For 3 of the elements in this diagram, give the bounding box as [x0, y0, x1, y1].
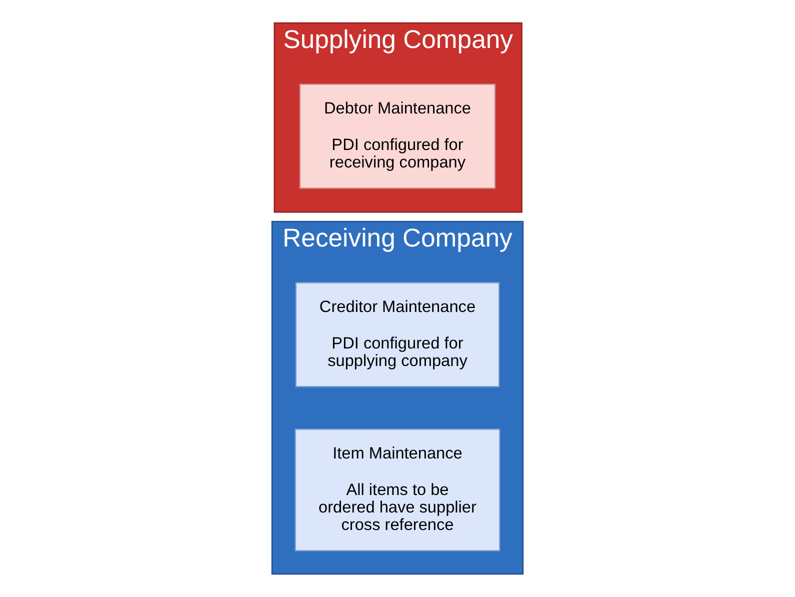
node-box: Item Maintenance All items to be ordered have supplier cross reference — [294, 428, 500, 552]
node-box: Debtor Maintenance PDI configured for receiving company — [299, 84, 496, 189]
node-box: Creditor Maintenance PDI configured for supplying company — [295, 282, 500, 388]
